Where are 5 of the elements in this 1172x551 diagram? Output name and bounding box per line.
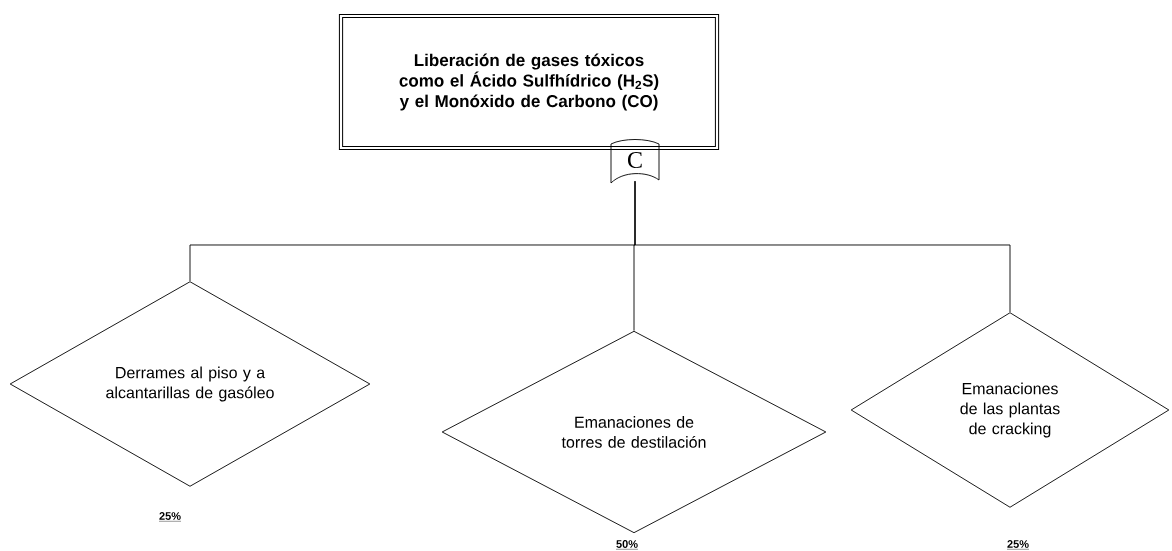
event-box: Liberación de gases tóxicos como el Ácido Sulfhídrico (H$_{2}$S) y el Monóxido de Carbono (CO) [338, 13, 720, 151]
percentage-label: 25% [158, 512, 182, 522]
percentage-label: 50% [615, 540, 639, 550]
percentage-label: 25% [1006, 540, 1030, 550]
connector-line [634, 180, 1011, 313]
